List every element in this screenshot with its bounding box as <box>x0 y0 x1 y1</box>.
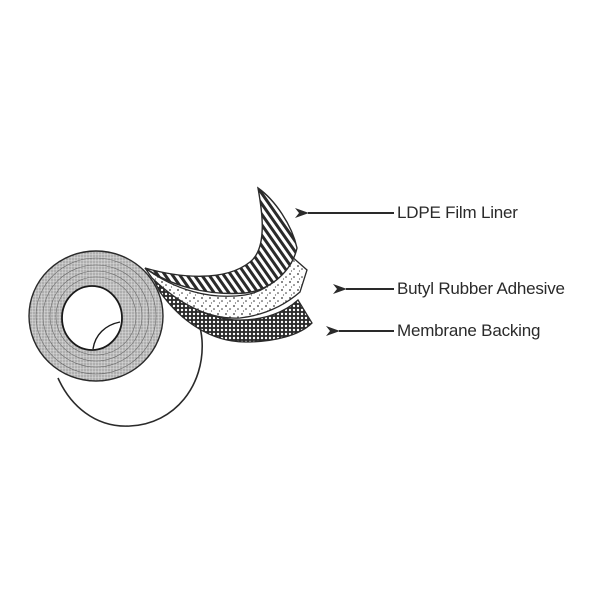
core-inner-curve <box>92 321 121 350</box>
roll-core-hole <box>61 285 123 351</box>
membrane-label: Membrane Backing <box>397 321 541 340</box>
ldpe-label: LDPE Film Liner <box>397 203 518 222</box>
ldpe-liner-layer <box>144 186 298 295</box>
tape-roll <box>28 250 164 382</box>
butyl-label: Butyl Rubber Adhesive <box>397 279 565 298</box>
butyl-adhesive-layer <box>144 253 308 319</box>
